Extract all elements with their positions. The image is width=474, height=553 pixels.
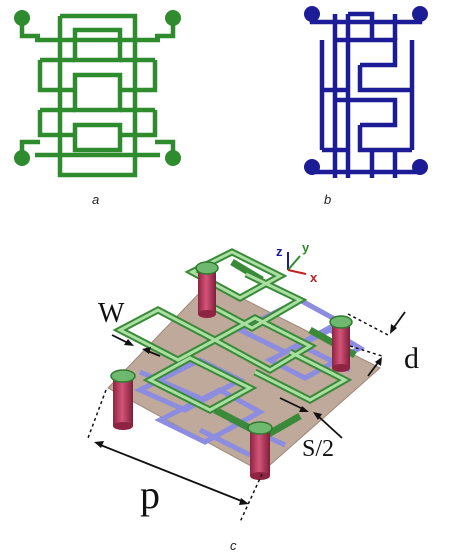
dimension-p: p [87,389,263,523]
label-p: p [140,472,160,517]
pads-b [304,6,428,175]
via-bottom [247,421,273,480]
dimension-s: S/2 [279,397,343,462]
caption-c: c [230,538,237,553]
pad-b-top-left [304,6,320,22]
via-top [195,261,219,318]
dimension-d: d [347,311,419,377]
caption-a: a [92,192,100,207]
pad-a-bottom-right [165,150,181,166]
pad-b-bottom-right [412,159,428,175]
via-right [329,315,353,372]
pad-a-top-left [14,10,30,26]
pad-b-bottom-left [304,159,320,175]
axis-z-label: z [276,244,283,259]
label-d: d [404,342,419,375]
axis-y-label: y [302,240,310,255]
caption-b: b [324,192,332,207]
pad-a-bottom-left [14,150,30,166]
pad-b-top-right [412,6,428,22]
pattern-b [309,11,423,178]
via-left [110,369,136,430]
dimension-w: W [98,298,161,357]
top-layer-3d-highlight [116,250,349,412]
pattern-a [19,13,176,178]
label-s-half: S/2 [302,436,334,462]
axis-x-label: x [310,270,318,285]
pads-a [14,10,181,166]
pad-a-top-right [165,10,181,26]
label-w: W [98,298,125,329]
axes-indicator: z y x [276,240,318,285]
